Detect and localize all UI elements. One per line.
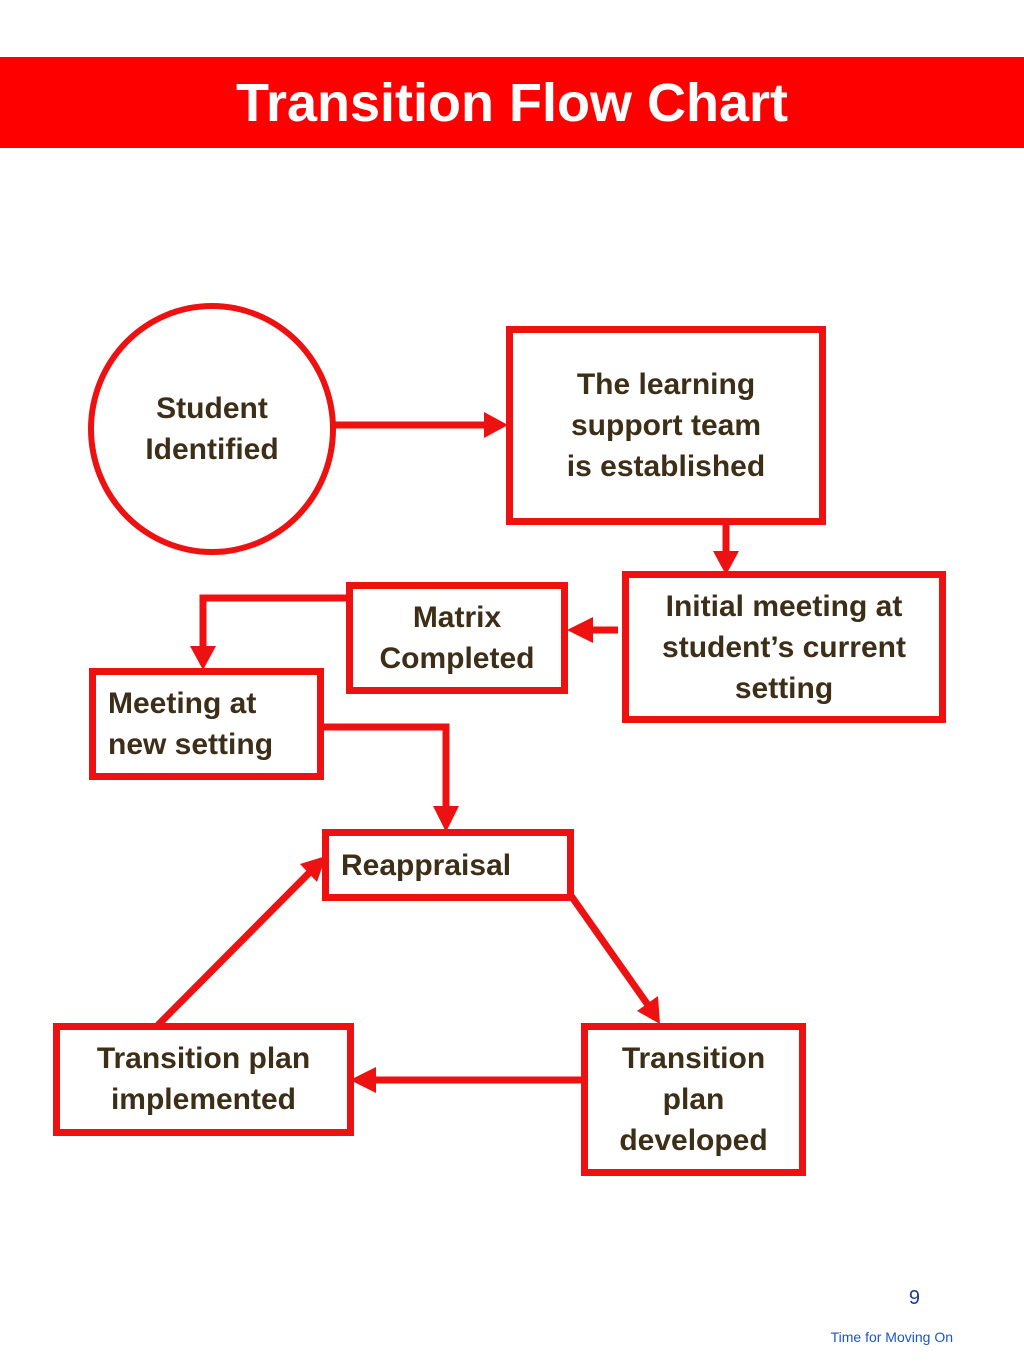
- arrowhead-plan-developed: [637, 996, 660, 1024]
- page-title: Transition Flow Chart: [235, 72, 789, 133]
- connector-implemented-to-reappraisal: [155, 869, 313, 1028]
- arrowhead-reappraisal-left: [300, 856, 326, 882]
- node-reappraisal-label: Reappraisal: [341, 849, 512, 882]
- node-meeting-new-setting-label: Meeting at new setting: [108, 687, 274, 761]
- node-learning-support-team-label: The learning support team is established: [566, 368, 766, 483]
- footer-text: Time for Moving On: [830, 1329, 953, 1345]
- arrowhead-matrix: [567, 617, 593, 643]
- connector-reappraisal-to-plan-developed: [564, 887, 651, 1008]
- arrowhead-plan-implemented: [350, 1067, 376, 1093]
- node-learning-support-team: The learning support team is established: [506, 326, 826, 525]
- node-matrix-completed: Matrix Completed: [346, 582, 568, 694]
- arrowhead-new-setting: [190, 646, 216, 670]
- node-student-identified-label: Student Identified: [145, 392, 279, 466]
- node-plan-implemented-label: Transition plan implemented: [96, 1042, 311, 1116]
- node-initial-meeting-label: Initial meeting at student’s current set…: [662, 589, 906, 705]
- node-plan-implemented: Transition plan implemented: [53, 1023, 354, 1136]
- node-plan-developed-label: Transition plan developed: [619, 1042, 768, 1157]
- arrowhead-initial-meeting: [713, 551, 739, 575]
- node-matrix-completed-label: Matrix Completed: [379, 601, 535, 675]
- node-initial-meeting: Initial meeting at student’s current set…: [622, 571, 946, 723]
- node-plan-developed: Transition plan developed: [581, 1023, 806, 1176]
- node-reappraisal: Reappraisal: [322, 829, 574, 901]
- title-banner: Transition Flow Chart: [0, 57, 1024, 148]
- arrowhead-reappraisal-top: [433, 806, 459, 832]
- node-student-identified: Student Identified: [88, 303, 336, 555]
- node-meeting-new-setting: Meeting at new setting: [89, 668, 324, 780]
- connector-new-setting-to-reappraisal: [320, 723, 450, 808]
- arrowhead-team: [484, 412, 508, 438]
- page-number: 9: [908, 1287, 920, 1309]
- connector-matrix-to-new-setting: [199, 594, 350, 648]
